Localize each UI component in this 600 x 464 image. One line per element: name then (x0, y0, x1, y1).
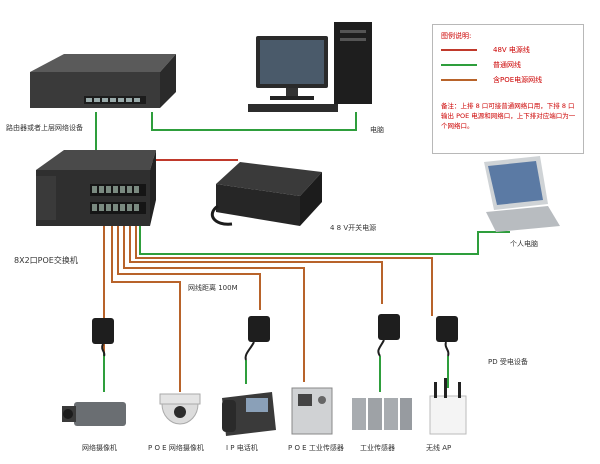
laptop-label: 个人电脑 (510, 240, 538, 249)
poe-dome-camera-icon (160, 394, 200, 424)
legend-row: 48V 电源线 (441, 45, 581, 55)
device-label: I P 电话机 (226, 444, 258, 453)
device-label: 工业传感器 (360, 444, 395, 453)
computer-label: 电脑 (370, 126, 384, 135)
industrial-sensor-icon (352, 398, 412, 430)
legend-swatch-power (441, 49, 477, 51)
distance-label: 网线距离 100M (188, 284, 238, 293)
poe-switch-label: 8X2口POE交换机 (14, 256, 78, 265)
legend-swatch-poe (441, 79, 477, 81)
network-camera-icon (62, 402, 126, 426)
pd-devices (62, 378, 466, 436)
power-adapter-icon (92, 318, 114, 356)
poe-cable-4 (124, 220, 304, 382)
legend-swatch-network (441, 64, 477, 66)
router-icon (30, 54, 176, 108)
power-adapter-icon (246, 316, 270, 360)
cable-switch-laptop (140, 200, 510, 254)
power-supply-icon (212, 162, 322, 226)
power-adapter-icons (92, 314, 458, 360)
legend-title: 图例说明: (441, 31, 471, 41)
pd-label: PD 受电设备 (488, 358, 528, 367)
legend-note: 备注：上排 8 口可接普通网络口用，下排 8 口输出 POE 电源和网络口，上下… (441, 101, 579, 131)
poe-industrial-sensor-icon (292, 388, 332, 434)
device-label: 网络摄像机 (82, 444, 117, 453)
power-supply-label: 4 8 V开关电源 (330, 224, 376, 233)
device-label: P O E 工业传感器 (288, 444, 344, 453)
legend-box: 图例说明: 48V 电源线 普通网线 含POE电源网线 备注：上排 8 口可接普… (432, 24, 584, 154)
power-adapter-icon (378, 314, 400, 356)
legend-label: 含POE电源网线 (493, 75, 542, 85)
laptop-icon (484, 156, 560, 232)
legend-label: 48V 电源线 (493, 45, 530, 55)
desktop-computer-icon (248, 22, 372, 112)
router-label: 路由器或者上层网络设备 (6, 124, 83, 133)
cable-router-computer (152, 112, 356, 130)
poe-switch-icon (36, 150, 156, 226)
ip-phone-icon (222, 392, 276, 436)
legend-row: 含POE电源网线 (441, 75, 581, 85)
legend-row: 普通网线 (441, 60, 581, 70)
device-label: P O E 网络摄像机 (148, 444, 204, 453)
legend-label: 普通网线 (493, 60, 521, 70)
power-adapter-icon (436, 316, 458, 356)
device-label: 无线 AP (426, 444, 451, 453)
poe-cable-2 (112, 220, 180, 392)
